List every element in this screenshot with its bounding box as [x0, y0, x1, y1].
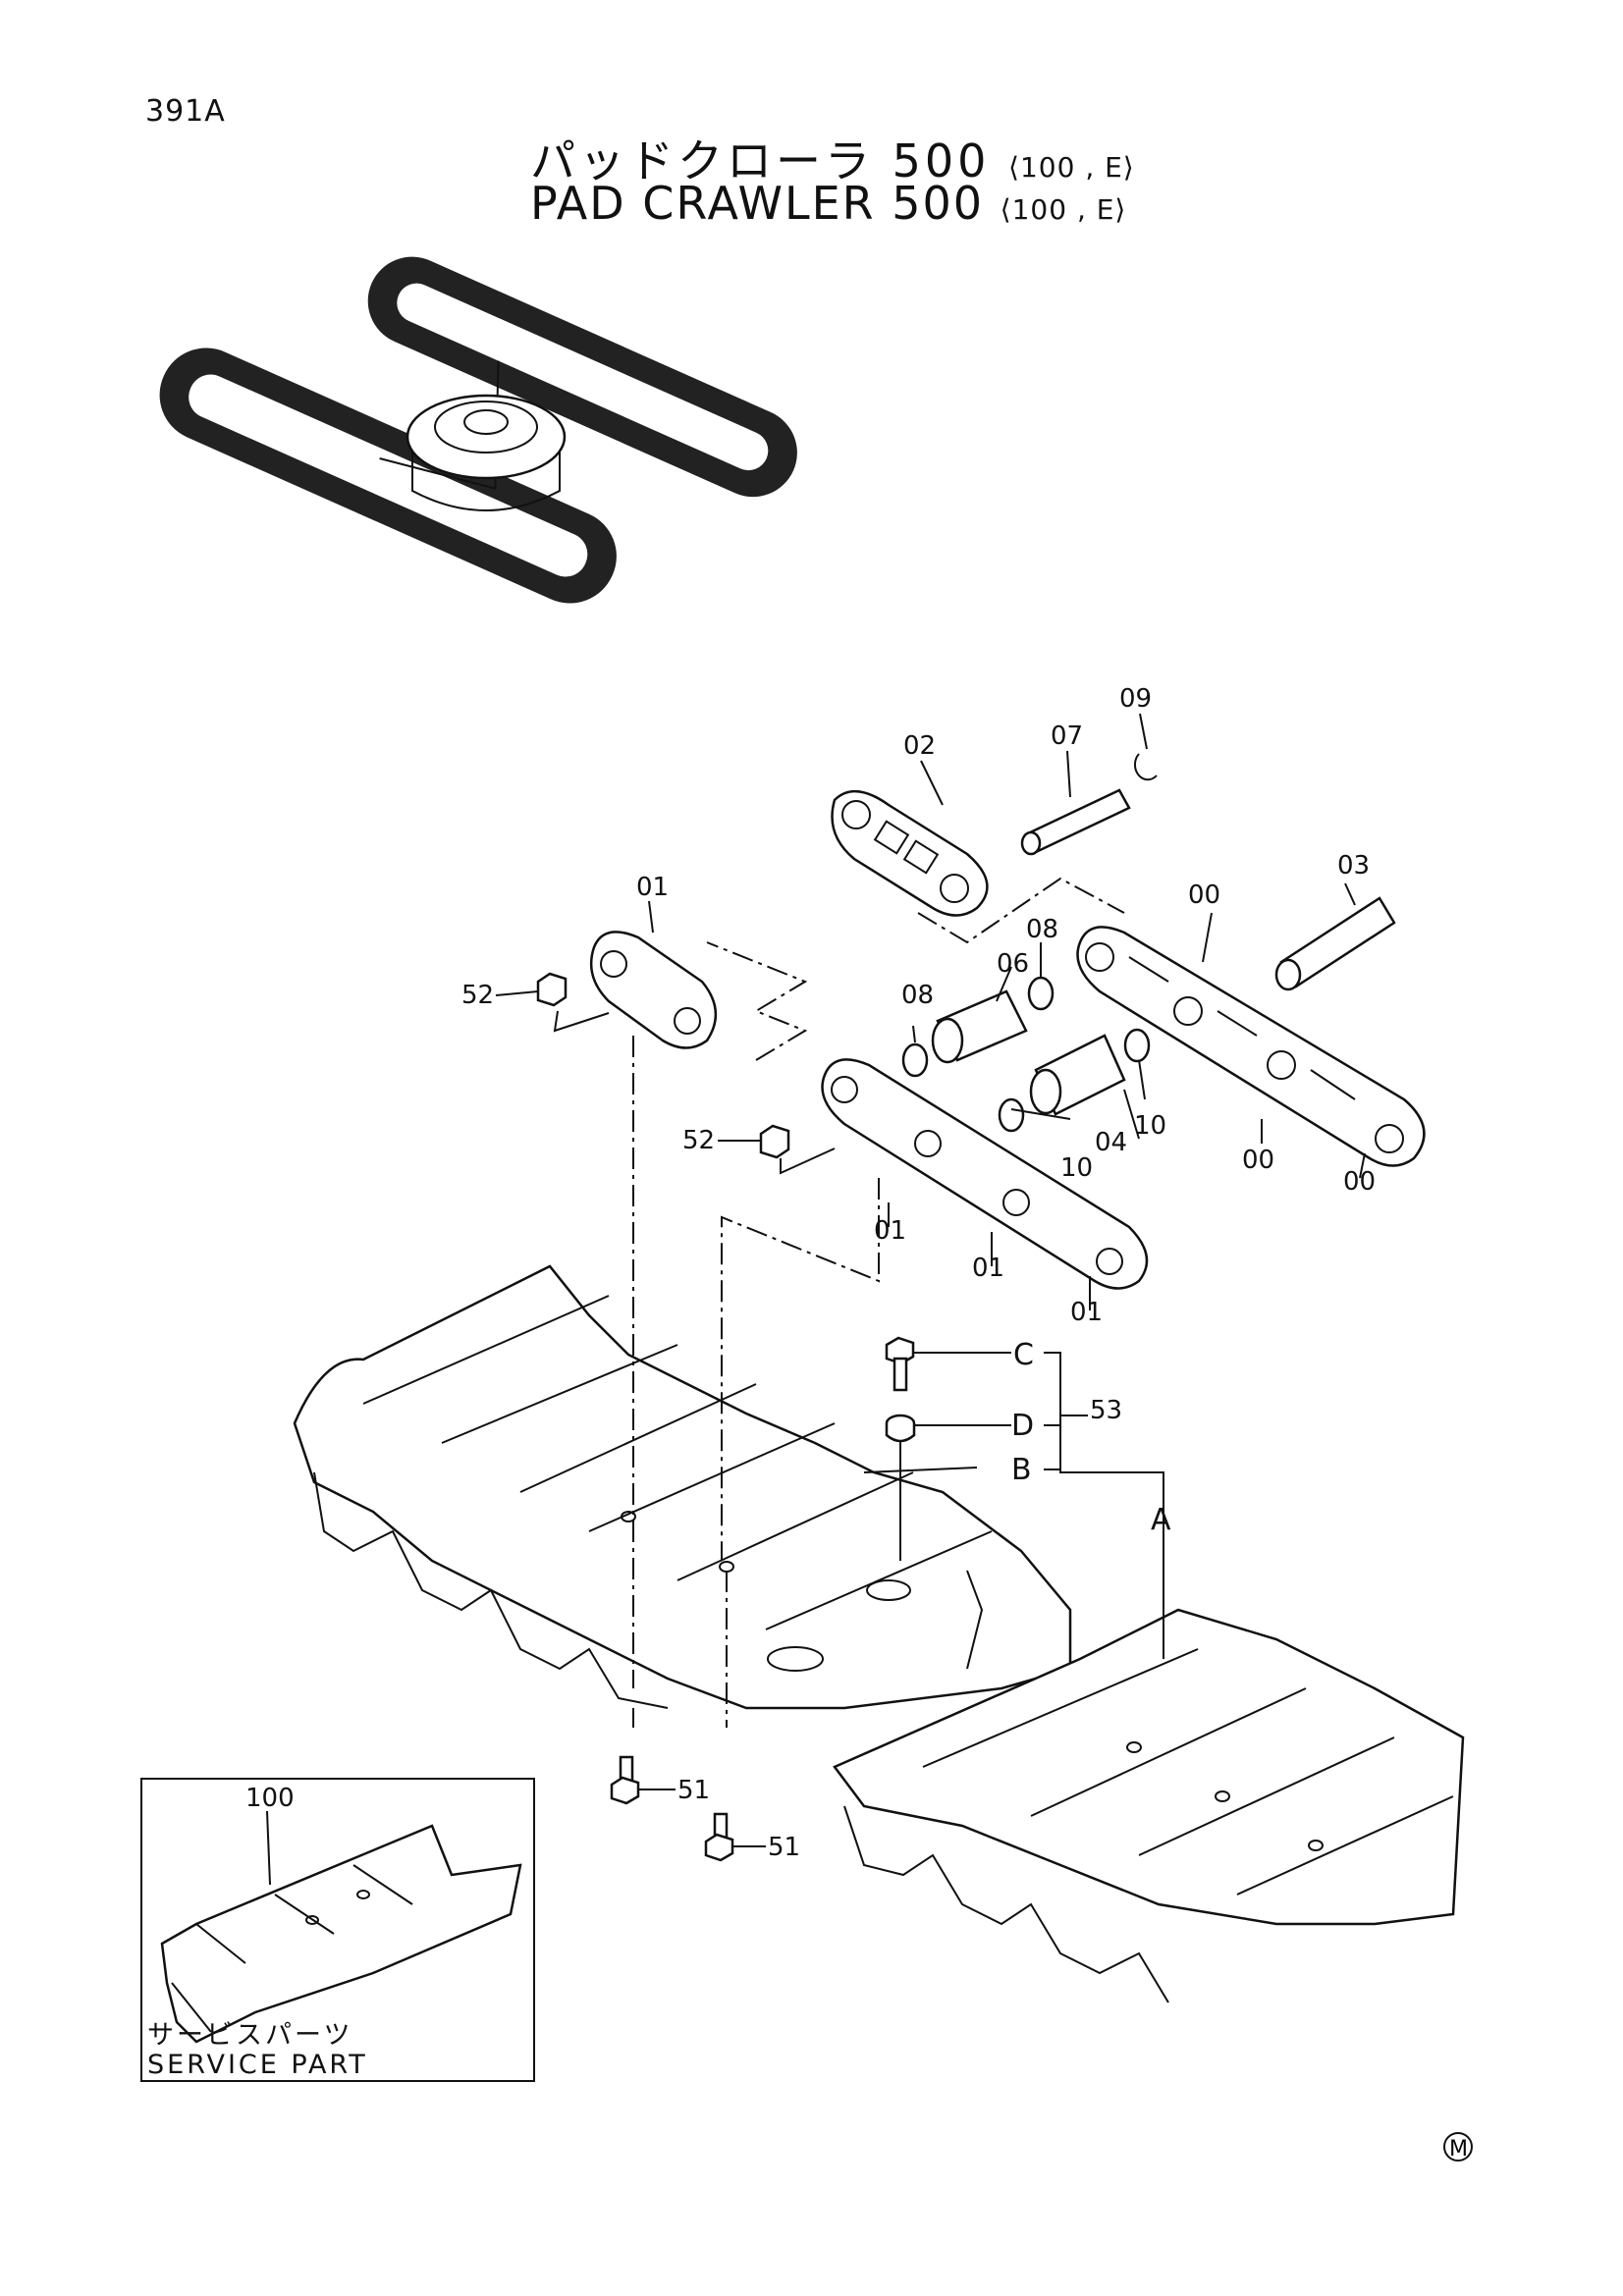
nut-52-lower	[759, 1124, 790, 1159]
callout-00-c: 00	[1343, 1167, 1376, 1197]
bushing-04	[1029, 1034, 1126, 1116]
seal-10-lower	[998, 1097, 1025, 1133]
callout-b: B	[1011, 1453, 1032, 1487]
service-part-label-en: SERVICE PART	[147, 2050, 368, 2080]
seal-08-lower	[901, 1042, 929, 1078]
callout-52-b: 52	[682, 1126, 715, 1155]
callout-01-b: 01	[874, 1216, 906, 1246]
service-part-label-jp: サービスパーツ	[147, 2020, 352, 2051]
m-mark: M	[1443, 2132, 1473, 2162]
callout-03: 03	[1337, 851, 1370, 881]
callout-02: 02	[903, 731, 936, 761]
leader-lines	[495, 713, 1366, 1847]
bolt-51-right	[704, 1812, 734, 1862]
callout-08-a: 08	[1026, 915, 1058, 944]
service-part-box: 100 サービスパーツ SERVICE PART	[140, 1778, 535, 2082]
callout-10-b: 10	[1060, 1153, 1093, 1183]
callout-a: A	[1151, 1503, 1171, 1537]
track-shoe-secondary	[833, 1608, 1465, 2003]
pin-07	[1020, 788, 1131, 856]
seal-10-upper	[1123, 1028, 1151, 1063]
title-jp-variant: ⟨100 , E⟩	[1008, 151, 1135, 184]
callout-00-a: 00	[1188, 881, 1220, 910]
callout-08-b: 08	[901, 981, 934, 1010]
title-en-text: PAD CRAWLER 500	[530, 177, 985, 230]
title-japanese: パッドクローラ 500 ⟨100 , E⟩	[530, 126, 1135, 190]
bushing-06	[931, 989, 1028, 1064]
link-02	[831, 789, 989, 917]
m-mark-text: M	[1449, 2137, 1468, 2162]
nut-d	[885, 1414, 916, 1443]
seal-08-upper	[1027, 976, 1055, 1011]
bolt-51-left	[610, 1755, 640, 1805]
page-code: 391A	[145, 94, 226, 129]
callout-10-a: 10	[1134, 1111, 1166, 1141]
link-00	[1076, 926, 1426, 1167]
nut-52-upper	[536, 972, 568, 1007]
pin-03	[1274, 896, 1396, 991]
track-shoe-main	[293, 1264, 1072, 1710]
callout-00-b: 00	[1242, 1146, 1274, 1175]
callout-51-b: 51	[768, 1833, 800, 1862]
callout-01-c: 01	[972, 1254, 1004, 1283]
undercarriage-overview	[159, 256, 797, 604]
title-jp-text: パッドクローラ 500	[530, 134, 991, 187]
callout-d: D	[1011, 1409, 1034, 1443]
callout-07: 07	[1051, 721, 1083, 751]
callout-c: C	[1013, 1338, 1034, 1372]
title-en-variant: ⟨100 , E⟩	[1000, 193, 1127, 226]
callout-51-a: 51	[677, 1776, 710, 1805]
callout-53: 53	[1090, 1396, 1122, 1425]
service-part-number: 100	[245, 1784, 295, 1813]
callout-06: 06	[997, 949, 1029, 979]
callout-09: 09	[1119, 684, 1152, 714]
clip-09	[1133, 753, 1158, 781]
callout-52-a: 52	[461, 981, 494, 1010]
callout-04: 04	[1095, 1128, 1127, 1157]
callout-01-a: 01	[636, 873, 669, 902]
title-english: PAD CRAWLER 500 ⟨100 , E⟩	[530, 177, 1126, 230]
link-01-top	[589, 931, 718, 1049]
link-01-chain	[821, 1058, 1149, 1290]
bolt-c	[885, 1336, 915, 1392]
callout-01-d: 01	[1070, 1298, 1103, 1327]
